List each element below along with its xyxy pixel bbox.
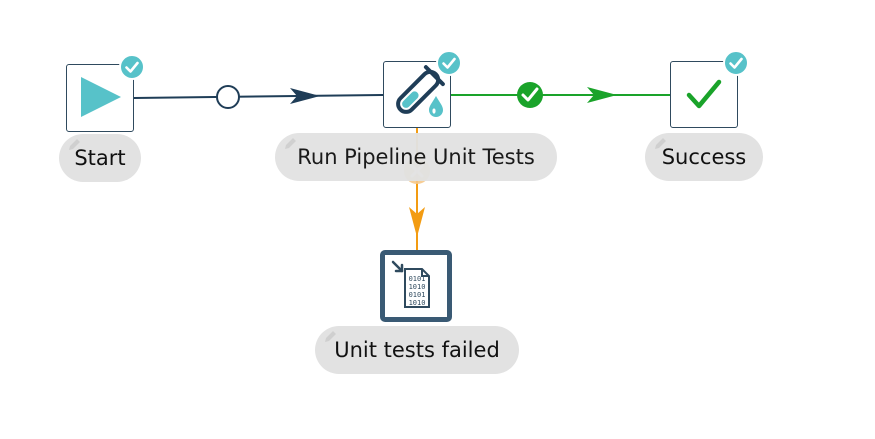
pencil-icon (325, 331, 336, 342)
hop-arrowhead (409, 207, 425, 237)
unconditional-hop-icon (216, 85, 240, 109)
svg-text:1010: 1010 (409, 283, 426, 291)
test-tube-icon (396, 65, 445, 117)
validated-badge-icon (436, 50, 462, 76)
pencil-icon (655, 138, 666, 149)
hop-run-tests-to-success[interactable] (451, 82, 670, 108)
node-label-success[interactable]: Success (645, 133, 763, 181)
svg-text:0101: 0101 (409, 291, 426, 299)
hop-arrowhead (290, 88, 320, 104)
node-label-start[interactable]: Start (59, 134, 141, 182)
pencil-icon (285, 138, 296, 149)
node-label-text: Run Pipeline Unit Tests (297, 145, 535, 169)
success-hop-icon (517, 82, 543, 108)
hop-arrowhead (587, 87, 617, 103)
write-to-log-icon: 0101 1010 0101 1010 (391, 260, 430, 308)
validated-badge-icon (119, 54, 145, 80)
node-label-run-tests[interactable]: Run Pipeline Unit Tests (275, 133, 557, 181)
node-label-text: Success (661, 145, 747, 169)
node-label-text: Start (74, 146, 126, 170)
validated-badge-icon (723, 50, 749, 76)
pencil-icon (69, 139, 80, 150)
node-label-text: Unit tests failed (334, 338, 500, 362)
checkmark-icon (686, 79, 722, 109)
play-icon (81, 77, 121, 117)
svg-text:0101: 0101 (409, 275, 426, 283)
unit-tests-failed-node[interactable]: 0101 1010 0101 1010 (380, 250, 452, 322)
svg-text:1010: 1010 (409, 299, 426, 307)
node-label-unit-tests-failed[interactable]: Unit tests failed (315, 326, 519, 374)
hop-start-to-run-tests[interactable] (133, 85, 384, 109)
